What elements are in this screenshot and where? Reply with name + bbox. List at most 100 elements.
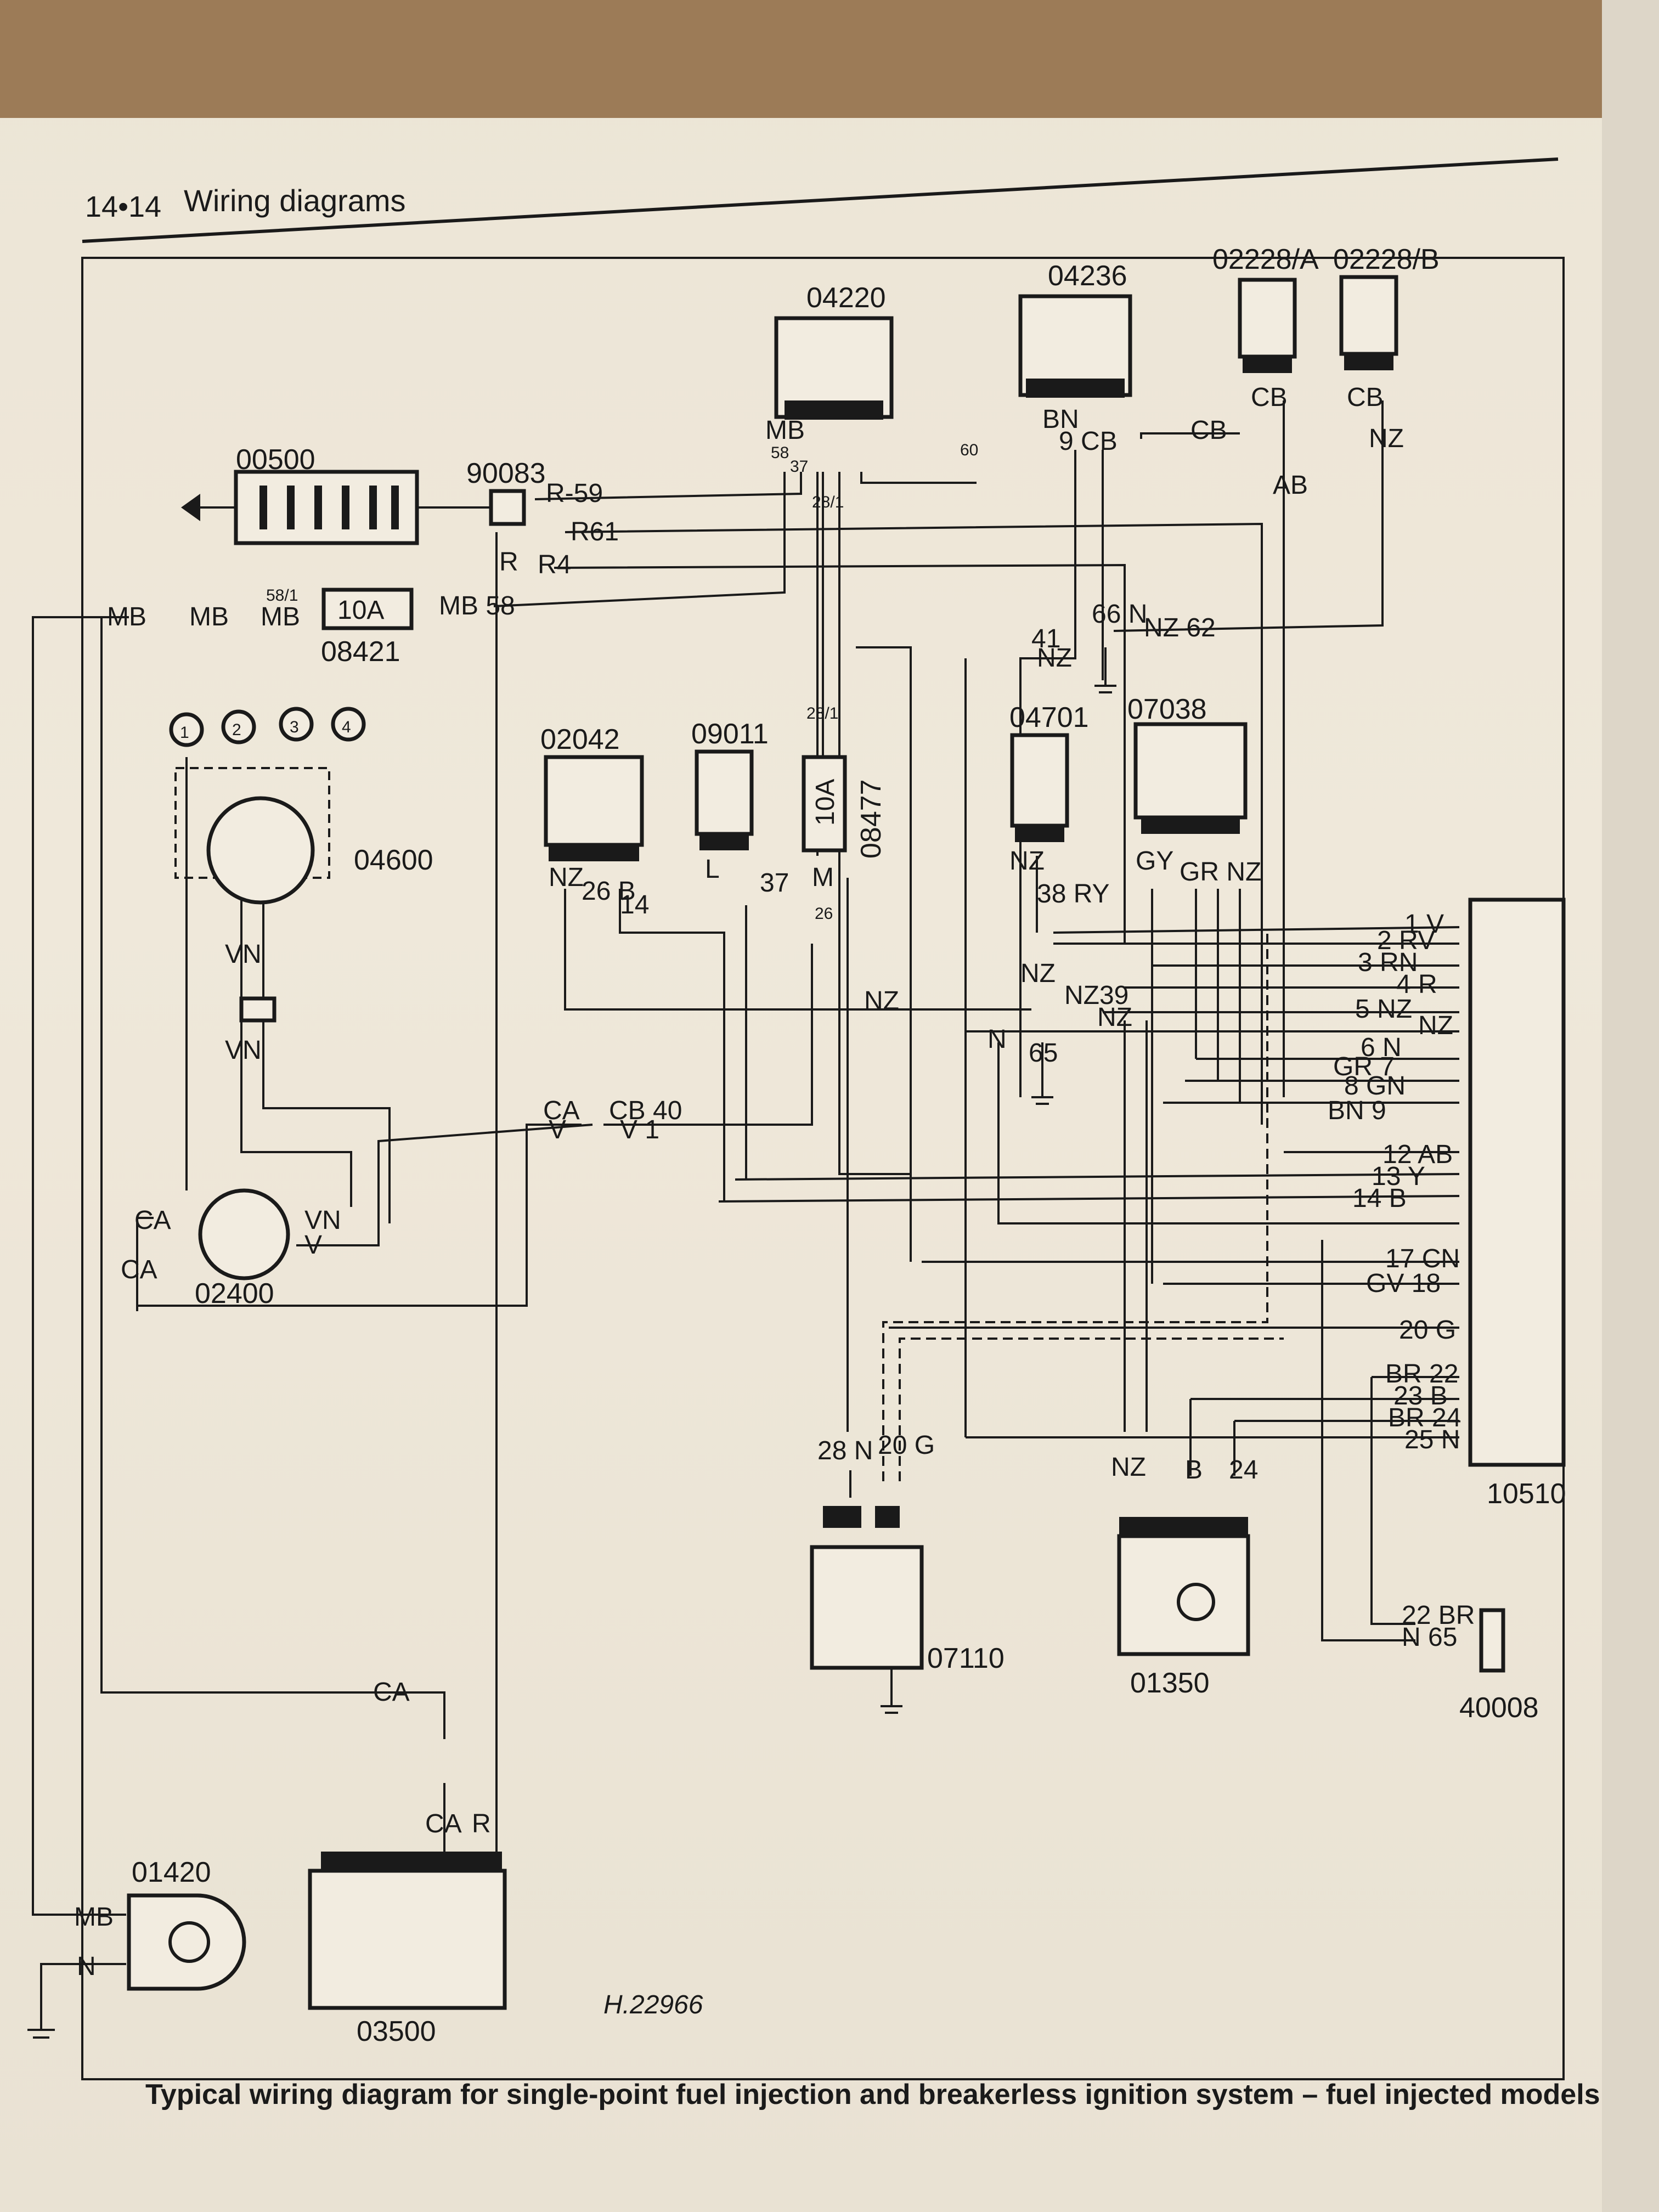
pin-label: GV 18 [1366,1269,1441,1298]
wire-label: 26 B [582,877,636,906]
component-code: 02400 [195,1278,274,1310]
wire-N65-40008 [1321,1240,1415,1641]
pin-label: 1 V [1404,910,1444,939]
page-title: Wiring diagrams [184,183,406,218]
terminal-label: 2 [232,721,241,739]
component-02400: 02400 [195,1188,290,1310]
component-03500: 03500 [308,1852,507,2047]
pin-label: BR 22 [1385,1359,1458,1389]
ecu-connector-icon [1468,898,1566,1467]
wire-label: CA [134,1206,171,1235]
connector-icon [1479,1608,1505,1673]
component-07038: 07038 [1127,693,1248,834]
component-08421: 10A 08421 [321,588,414,668]
wire-NZ26 [564,889,1031,1011]
terminal-2-icon [221,709,256,744]
wire-label: 22 BR [1402,1601,1475,1630]
module-icon [544,755,644,847]
component-09011: 09011 [691,718,769,850]
wire-VN-C [262,867,391,1223]
pin-label: 3 RN [1358,948,1418,977]
wire-CA [136,1217,154,1306]
wire-label: NZ [549,863,584,892]
wire-label: AB [1273,471,1308,500]
pin-label: 20 G [1399,1316,1456,1345]
wire-CB [1140,432,1240,439]
fuse-rating: 10A [811,779,840,826]
wire-label: CB [1251,383,1288,412]
wire-label: V [549,1115,566,1144]
wire-label: GY [1136,847,1173,876]
wire-label: B [1185,1455,1203,1485]
wire-R59 [534,472,802,500]
pin-label: BN 9 [1328,1096,1386,1125]
terminal-label: 4 [342,718,351,736]
wire-CA-coil [136,1124,582,1311]
wire-label: CB [1347,383,1384,412]
wire-label: 28/1 [806,704,838,723]
component-code: 08477 [855,779,887,859]
wire-label: MB [107,602,146,631]
component-code: 90083 [466,458,546,489]
sensor-icon [1339,275,1398,356]
component-08477: 10A 08477 [802,755,887,859]
wire-14B [718,1195,1460,1203]
connector-icon [875,1506,900,1528]
component-90083: 90083 [466,458,546,526]
wire-17 [838,472,911,1175]
component-02042: 02042 [540,724,644,861]
page-number: 14•14 [85,190,161,223]
wire-label: 14 [620,890,649,919]
wire-label: M [812,863,834,892]
wire-label: NZ [1037,644,1072,673]
wire-label: CA [121,1255,157,1284]
pin-label: 5 NZ [1355,995,1412,1024]
wire-label: R4 [538,550,571,579]
wire-screened-2 [899,1338,1284,1481]
pin-label: 23 B [1393,1381,1448,1410]
component-code: 40008 [1459,1692,1539,1724]
wire-label: 24 [1229,1455,1258,1485]
pin-label: BR 24 [1388,1403,1461,1432]
component-02228-b: 02228/B [1333,244,1440,370]
component-00500: 00500 [181,444,419,545]
wire-60 [860,472,977,484]
component-02228-a: 02228/A [1212,244,1319,373]
wire-label: GR NZ [1180,857,1261,887]
component-code: 01350 [1130,1667,1210,1699]
wire-NZ62 [1113,400,1384,632]
wire-label: 28/1 [812,493,844,511]
wire-label: 20 G [878,1431,935,1460]
pin-label: 4 R [1396,970,1437,999]
wire-label: NZ [1009,847,1045,876]
wood-background [0,0,1659,118]
ground-icon [1031,1096,1053,1105]
pin-label: 14 B [1352,1184,1407,1213]
resistor-icon [695,749,754,836]
wire-MB-01420 [32,616,129,1916]
wire-label: 58/1 [266,586,298,605]
wire-1V [1053,926,1460,934]
wire-label: MB 58 [439,591,515,620]
wire-label: N 65 [1402,1623,1457,1652]
wire-label: R-59 [546,479,603,508]
pin-label: 8 GN [1344,1071,1406,1101]
wire-label: 65 [1029,1039,1058,1068]
wire-label: NZ [1111,1453,1146,1482]
pin-label: 17 CN [1385,1244,1460,1273]
pin-label: 13 Y [1372,1162,1425,1191]
component-code: 02228/A [1212,244,1319,275]
wire-40 [1019,450,1076,1097]
wire-label: R [472,1809,491,1838]
wire-label: N [77,1952,96,1981]
terminal-3-icon [279,707,314,742]
wire-label: N [988,1025,1007,1054]
wire-screened-1 [882,933,1268,1481]
wire-R61 [565,522,1263,1125]
injector-icon [810,1545,924,1670]
ground-symbols [27,685,1116,2039]
component-code: 07110 [927,1643,1005,1674]
terminal-1-icon [169,712,204,747]
